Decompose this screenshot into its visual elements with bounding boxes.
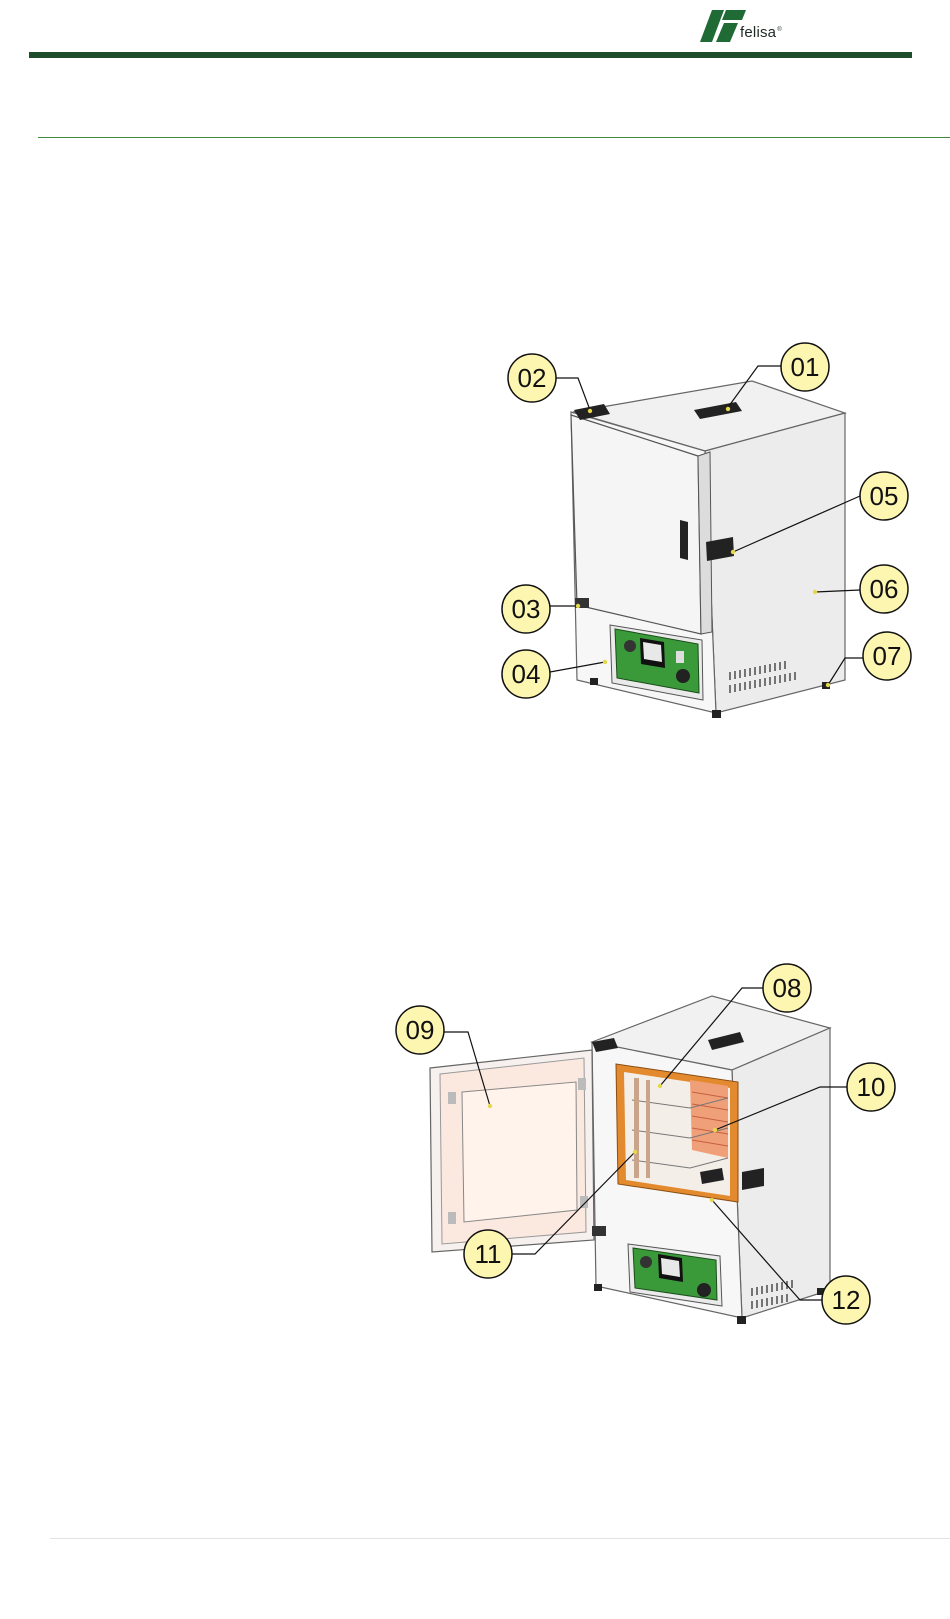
svg-text:12: 12: [832, 1285, 861, 1315]
svg-text:08: 08: [773, 973, 802, 1003]
callout-11: 11: [464, 1230, 512, 1278]
callout-09: 09: [396, 1006, 444, 1054]
oven-open-diagram: 08 09 10 11 12: [0, 0, 950, 1360]
callout-10: 10: [847, 1063, 895, 1111]
callout-08: 08: [763, 964, 811, 1012]
callout-12: 12: [822, 1276, 870, 1324]
svg-text:09: 09: [406, 1015, 435, 1045]
svg-text:10: 10: [857, 1072, 886, 1102]
footer-rule: [50, 1538, 950, 1539]
svg-text:11: 11: [475, 1239, 502, 1269]
